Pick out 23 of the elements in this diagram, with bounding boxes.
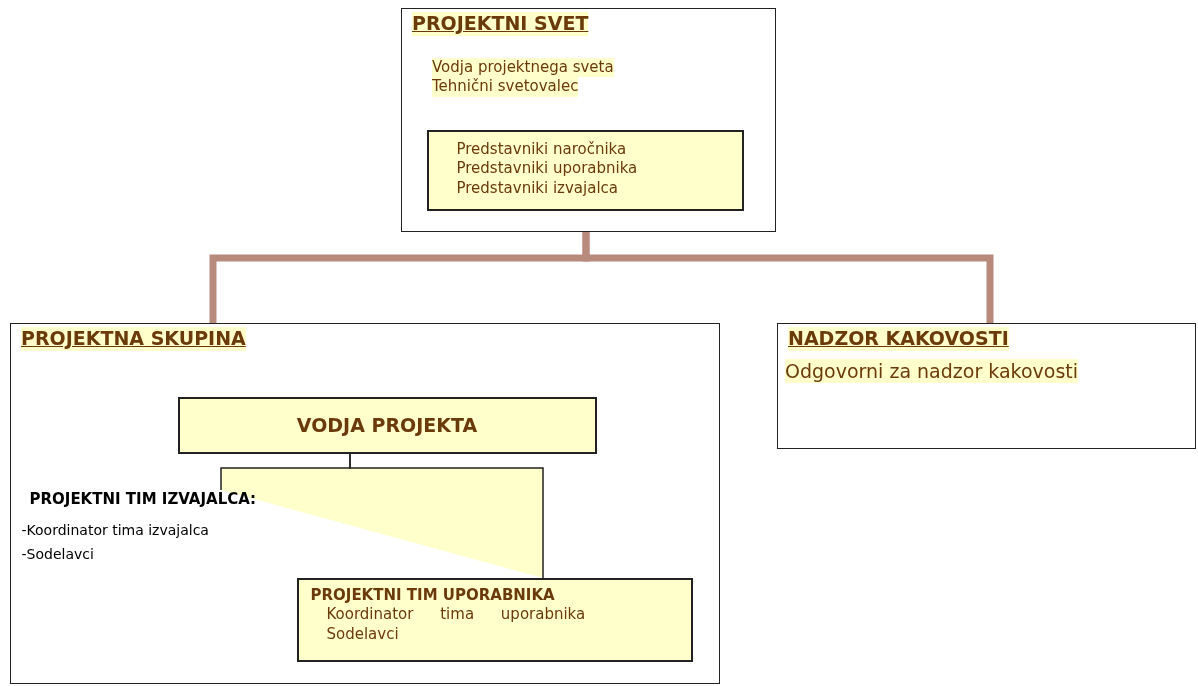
member-box (426, 129, 744, 211)
section-heading: PROJEKTNA SKUPINA (21, 327, 246, 351)
role-text: Odgovorni za nadzor kakovosti (785, 358, 1078, 384)
role-text: Vodja projektnega sveta (432, 57, 614, 78)
team-box (296, 577, 693, 662)
role-text: Predstavniki uporabnika (456, 159, 638, 179)
group-box (401, 8, 776, 232)
connector-line (349, 453, 544, 579)
section-heading: PROJEKTNI SVET (412, 12, 589, 36)
list-item: -Sodelavci (21, 545, 94, 564)
group-box (777, 323, 1196, 449)
team-heading: PROJEKTNI TIM IZVAJALCA: (29, 489, 257, 509)
list-item: -Koordinator tima izvajalca (21, 521, 209, 540)
role-text: Koordinator tima uporabnika (326, 605, 586, 625)
team-heading: PROJEKTNI TIM UPORABNIKA (310, 585, 555, 605)
lead-box (177, 396, 597, 454)
role-text: Tehnični svetovalec (432, 77, 579, 97)
group-box (10, 323, 720, 684)
section-heading: NADZOR KAKOVOSTI (788, 327, 1009, 351)
role-text: Predstavniki naročnika (456, 139, 627, 159)
box-title: VODJA PROJEKTA (296, 414, 478, 436)
role-text: Sodelavci (326, 624, 399, 644)
role-text: Predstavniki izvajalca (456, 178, 618, 198)
